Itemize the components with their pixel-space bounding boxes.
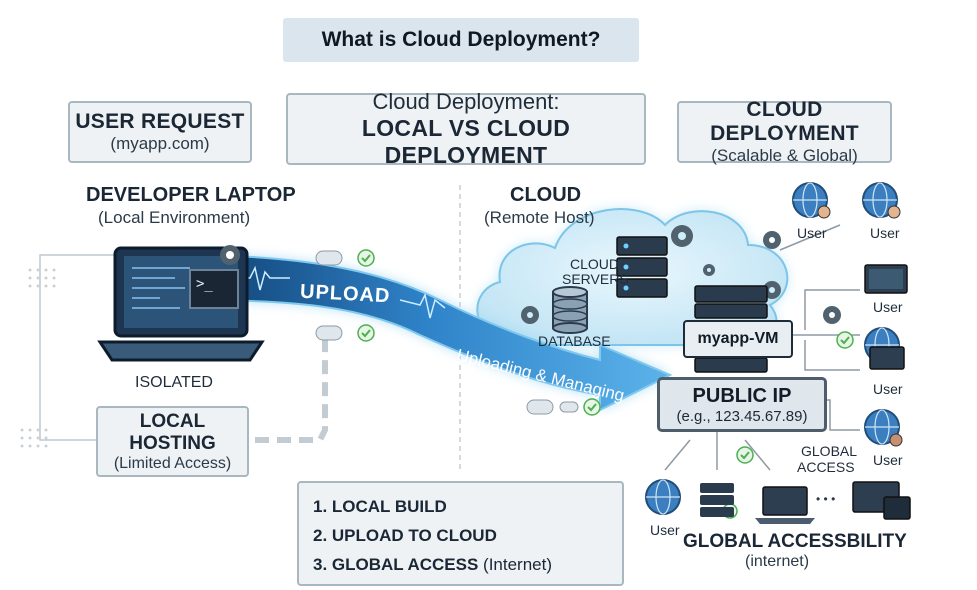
local-hosting-title: LOCAL HOSTING	[129, 410, 216, 454]
global-access-label-2: ACCESS	[797, 459, 855, 475]
local-hosting-sub: (Limited Access)	[113, 454, 232, 472]
cloud-deployment-sub: (Scalable & Global)	[711, 146, 858, 165]
public-ip-sub: (e.g., 123.45.67.89)	[676, 407, 808, 425]
center-header-line1: Cloud Deployment:	[372, 89, 560, 114]
step-1: 1. LOCAL BUILD	[313, 497, 447, 516]
terminal-prompt: >_	[196, 276, 213, 292]
public-ip-title: PUBLIC IP	[692, 384, 792, 407]
page-title: What is Cloud Deployment?	[283, 18, 639, 62]
center-header-line2: LOCAL VS CLOUD DEPLOYMENT	[361, 115, 571, 168]
cloud-servers-label-1: CLOUD	[570, 256, 620, 272]
user-label-2: User	[870, 225, 900, 241]
step-3: 3. GLOBAL ACCESS (Internet)	[313, 555, 553, 574]
laptop-icon	[97, 246, 265, 362]
global-access-label-1: GLOBAL	[801, 443, 858, 459]
server-icon	[616, 236, 768, 373]
connection-lines	[664, 224, 860, 471]
ellipsis: • • •	[816, 492, 836, 506]
user-label-1: User	[797, 225, 827, 241]
developer-laptop-sub: (Local Environment)	[98, 208, 251, 227]
database-icon	[552, 286, 588, 334]
center-header-panel: Cloud Deployment: LOCAL VS CLOUD DEPLOYM…	[286, 89, 646, 168]
isolated-label: ISOLATED	[135, 374, 213, 391]
public-ip-box: PUBLIC IP (e.g., 123.45.67.89)	[657, 377, 827, 432]
local-dashed-path	[255, 340, 328, 443]
global-accessibility-sub: (internet)	[745, 553, 810, 570]
user-label-3: User	[873, 299, 903, 315]
user-label-4: User	[873, 381, 903, 397]
developer-laptop-title: DEVELOPER LAPTOP	[86, 184, 296, 206]
user-label-5: User	[873, 452, 903, 468]
user-request-panel: USER REQUEST (myapp.com)	[68, 101, 252, 163]
vm-label-box: myapp-VM	[683, 320, 793, 358]
cloud-sub: (Remote Host)	[484, 208, 595, 227]
cloud-deployment-panel: CLOUD DEPLOYMENT (Scalable & Global)	[677, 98, 892, 165]
local-hosting-panel: LOCAL HOSTING (Limited Access)	[96, 406, 249, 477]
cloud-servers-label-2: SERVERS	[562, 271, 629, 287]
dot-pattern-left	[20, 268, 56, 448]
monitor-user-icon	[700, 264, 911, 524]
cloud-title: CLOUD	[510, 184, 582, 206]
upload-arrow	[184, 253, 673, 412]
local-loop-line	[39, 254, 130, 441]
database-label: DATABASE	[538, 333, 611, 349]
cloud-deployment-title: CLOUD DEPLOYMENT	[710, 98, 859, 145]
packet-icons	[315, 250, 579, 415]
step-2: 2. UPLOAD TO CLOUD	[313, 526, 497, 545]
global-accessibility-title: GLOBAL ACCESSBILITY	[683, 531, 907, 552]
steps-panel: 1. LOCAL BUILD 2. UPLOAD TO CLOUD 3. GLO…	[297, 481, 624, 586]
user-request-sub: (myapp.com)	[110, 134, 210, 153]
user-label-6: User	[650, 522, 680, 538]
upload-label: UPLOAD	[299, 280, 391, 308]
user-request-title: USER REQUEST	[75, 110, 245, 133]
